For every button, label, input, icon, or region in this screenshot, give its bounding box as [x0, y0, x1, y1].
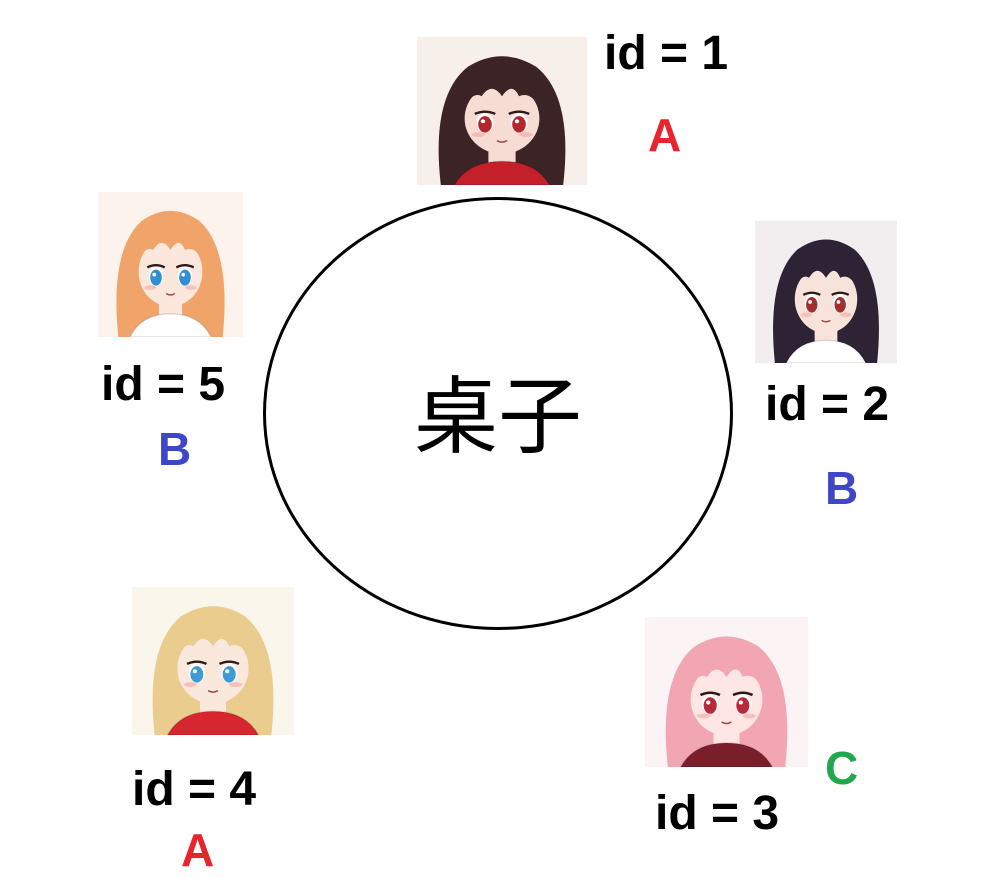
- portrait-2: [755, 221, 897, 363]
- round-table: 桌子: [263, 197, 733, 630]
- group-label-1: A: [648, 109, 682, 161]
- id-label-3: id = 3: [655, 787, 780, 840]
- portrait-1: [417, 37, 587, 185]
- group-label-4: A: [181, 824, 215, 876]
- id-label-2: id = 2: [765, 378, 890, 431]
- group-label-3: C: [825, 742, 859, 794]
- table-label: 桌子: [413, 368, 582, 466]
- portrait-5: [98, 192, 243, 337]
- id-label-5: id = 5: [101, 358, 226, 411]
- group-label-5: B: [158, 423, 192, 475]
- group-label-2: B: [825, 462, 859, 514]
- id-label-1: id = 1: [604, 27, 729, 80]
- id-label-4: id = 4: [132, 763, 257, 816]
- portrait-3: [645, 617, 808, 767]
- portrait-4: [132, 587, 294, 735]
